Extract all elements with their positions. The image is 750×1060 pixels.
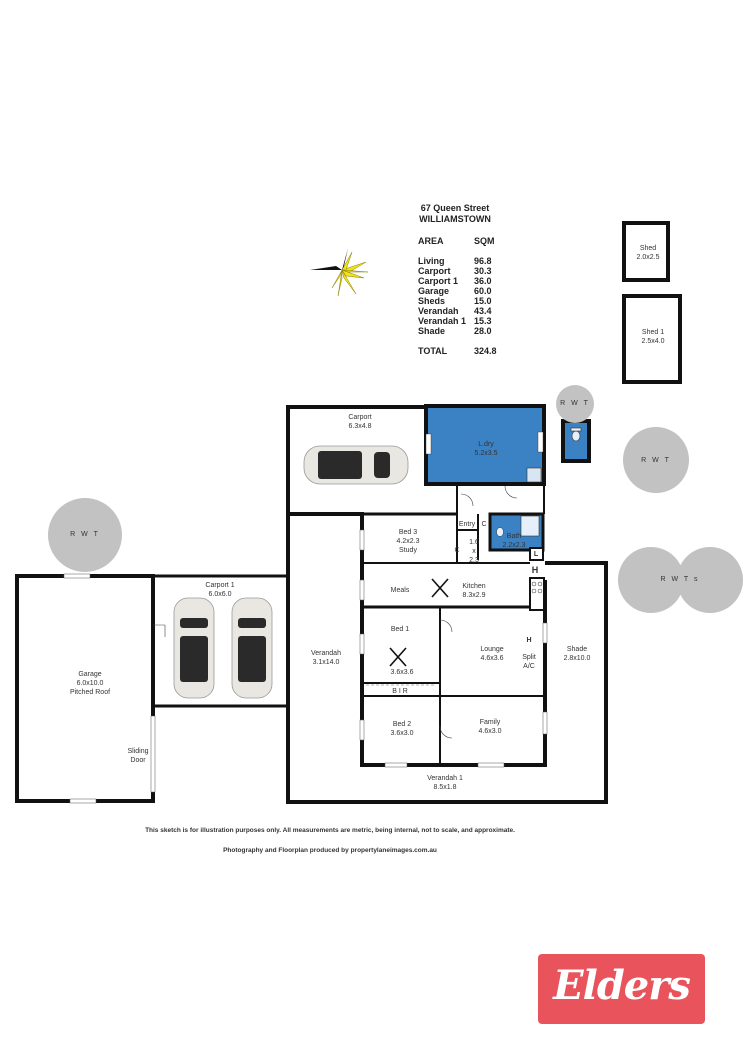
table-row: Verandah 1 15.3 [418,316,508,326]
credit: Photography and Floorplan produced by pr… [223,847,437,854]
logo-text: Elders [553,962,691,1009]
row-value: 30.3 [474,266,492,276]
area-table: AREA SQM Living 96.8 Carport 30.3 Carport … [418,236,508,356]
row-label: Verandah 1 [418,316,467,326]
compass-icon [310,248,369,297]
rwt-tank [677,547,743,613]
car-left [173,597,215,699]
total-label: TOTAL [418,346,448,356]
rwt-tank [618,547,684,613]
row-label: Sheds [418,296,446,306]
cupboard-label: C [454,547,460,554]
row-value: 15.0 [474,296,492,306]
area-table-header: AREA SQM [418,236,508,246]
col-sqm-header: SQM [474,236,495,246]
heater-label: H [526,637,532,644]
carport-wall [286,405,426,514]
entry-label: Entry [458,521,476,528]
address-line-2: WILLIAMSTOWN [419,214,491,224]
disclaimer: This sketch is for illustration purposes… [145,827,515,834]
heater-label: H [531,565,539,575]
table-total-row: TOTAL 324.8 [418,346,508,356]
row-label: Garage [418,286,450,296]
cupboard-label: C [481,521,487,528]
address-line-1: 67 Queen Street [420,203,490,213]
car-right [231,597,273,699]
row-value: 15.3 [474,316,492,326]
rwts-label: R W T s [660,576,700,583]
row-value: 96.8 [474,256,492,266]
row-value: 43.4 [474,306,492,316]
linen-label: L [533,551,539,558]
total-value: 324.8 [474,346,497,356]
row-label: Carport 1 [418,276,459,286]
shed-outline [622,221,670,282]
table-row: Verandah 43.4 [418,306,508,316]
row-label: Carport [418,266,451,276]
car-top [303,445,409,485]
table-row: Sheds 15.0 [418,296,508,306]
bir-label: B I R [392,688,408,695]
row-value: 36.0 [474,276,492,286]
rwt-tank [556,385,594,423]
row-label: Shade [418,326,446,336]
row-label: Living [418,256,445,266]
meals-label: Meals [390,587,410,594]
row-value: 28.0 [474,326,492,336]
elders-logo: Elders [538,954,705,1024]
laundry-room [424,404,546,486]
rwt-label: R W T [560,400,590,407]
shed-1-outline [622,294,682,384]
bed-1-dims: 3.6x3.6 [390,669,414,676]
rwt-label: R W T [641,457,671,464]
table-row: Shade 28.0 [418,326,508,336]
rwt-label: R W T [70,531,100,538]
row-label: Verandah [418,306,459,316]
table-row: Carport 1 36.0 [418,276,508,286]
bed-1-label: Bed 1 [390,626,410,633]
row-value: 60.0 [474,286,492,296]
rwt-tank [48,498,122,572]
table-row: Garage 60.0 [418,286,508,296]
table-row: Living 96.8 [418,256,508,266]
col-area-header: AREA [418,236,444,246]
table-row: Carport 30.3 [418,266,508,276]
rwt-tank [623,427,689,493]
